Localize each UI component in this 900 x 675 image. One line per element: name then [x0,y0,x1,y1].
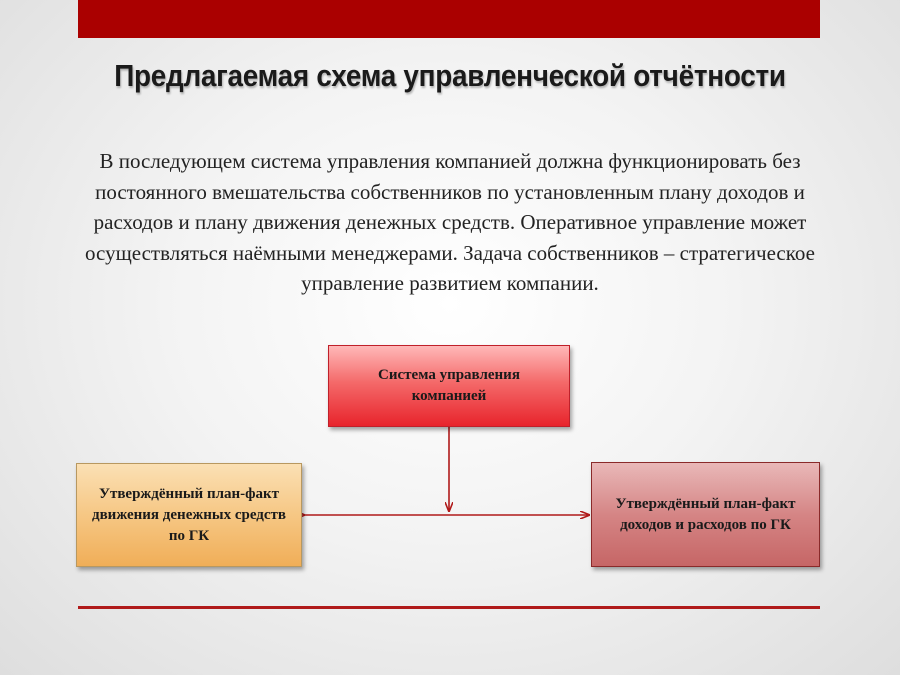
slide-title: Предлагаемая схема управленческой отчётн… [114,58,786,93]
box-cash-flow-plan: Утверждённый план-факт движения денежных… [76,463,302,567]
box-income-expense-plan-label: Утверждённый план-факт доходов и расходо… [615,495,796,533]
bottom-divider [78,606,820,609]
box-income-expense-plan: Утверждённый план-факт доходов и расходо… [591,462,820,567]
box-management-system-label: Система управления компанией [378,367,520,404]
box-management-system: Система управления компанией [328,345,570,427]
box-cash-flow-plan-label: Утверждённый план-факт движения денежных… [91,485,287,544]
top-accent-bar [78,0,820,38]
slide-body-text: В последующем система управления компани… [85,149,815,295]
